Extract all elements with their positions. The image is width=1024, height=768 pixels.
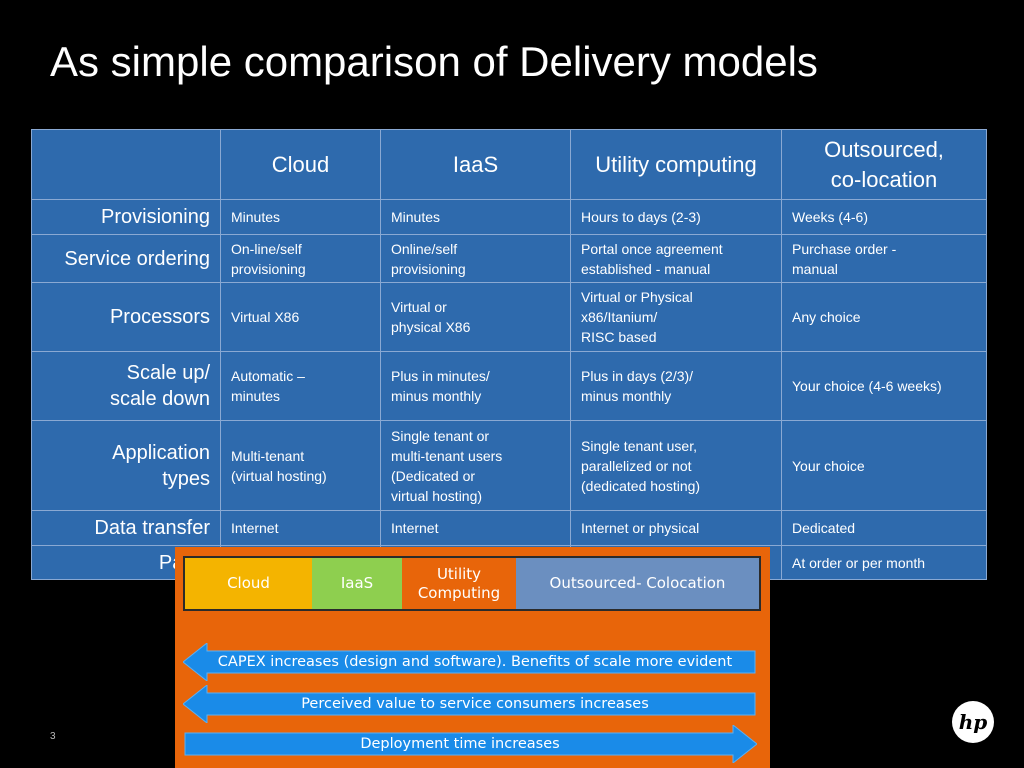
- table-row: Application types Multi-tenant (virtual …: [31, 420, 987, 511]
- row-label: Scale up/ scale down: [31, 351, 221, 421]
- table-cell: Virtual X86: [220, 282, 381, 352]
- segment-cloud: Cloud: [185, 558, 312, 609]
- header-cell-cloud: Cloud: [220, 129, 381, 200]
- table-row: Data transfer Internet Internet Internet…: [31, 510, 987, 546]
- row-label: Provisioning: [31, 199, 221, 235]
- slide-title: As simple comparison of Delivery models: [50, 38, 818, 85]
- table-cell: Single tenant user, parallelized or not …: [570, 420, 782, 511]
- right-arrow-icon: [184, 725, 757, 763]
- table-cell: Virtual or physical X86: [380, 282, 571, 352]
- arrow-deployment-time: Deployment time increases: [183, 725, 757, 763]
- table-row: Processors Virtual X86 Virtual or physic…: [31, 282, 987, 352]
- segment-outsourced-colocation: Outsourced- Colocation: [516, 558, 759, 609]
- table-cell: Minutes: [380, 199, 571, 235]
- table-cell: Any choice: [781, 282, 987, 352]
- header-cell-empty: [31, 129, 221, 200]
- header-cell-outsourced: Outsourced, co-location: [781, 129, 987, 200]
- arrow-capex: CAPEX increases (design and software). B…: [183, 643, 757, 681]
- table-cell: Internet: [220, 510, 381, 546]
- table-cell: Virtual or Physical x86/Itanium/ RISC ba…: [570, 282, 782, 352]
- row-label: Data transfer: [31, 510, 221, 546]
- table-cell: Plus in minutes/ minus monthly: [380, 351, 571, 421]
- segment-iaas: IaaS: [312, 558, 402, 609]
- row-label: Application types: [31, 420, 221, 511]
- segment-utility-computing: Utility Computing: [402, 558, 516, 609]
- header-cell-iaas: IaaS: [380, 129, 571, 200]
- arrow-perceived-value-label: Perceived value to service consumers inc…: [301, 696, 649, 712]
- table-cell: Weeks (4-6): [781, 199, 987, 235]
- row-label: Service ordering: [31, 234, 221, 283]
- table-cell: Internet: [380, 510, 571, 546]
- table-cell: At order or per month: [781, 545, 987, 580]
- comparison-table: Cloud IaaS Utility computing Outsourced,…: [31, 129, 987, 580]
- table-cell: Plus in days (2/3)/ minus monthly: [570, 351, 782, 421]
- table-cell: Your choice (4-6 weeks): [781, 351, 987, 421]
- table-cell: Online/self provisioning: [380, 234, 571, 283]
- table-row: Service ordering On-line/self provisioni…: [31, 234, 987, 283]
- table-cell: Portal once agreement established - manu…: [570, 234, 782, 283]
- table-row: Provisioning Minutes Minutes Hours to da…: [31, 199, 987, 235]
- left-arrow-icon: [183, 685, 756, 723]
- arrow-deployment-time-label: Deployment time increases: [360, 736, 560, 752]
- header-cell-utility: Utility computing: [570, 129, 782, 200]
- table-cell: On-line/self provisioning: [220, 234, 381, 283]
- table-cell: Multi-tenant (virtual hosting): [220, 420, 381, 511]
- table-cell: Single tenant or multi-tenant users (Ded…: [380, 420, 571, 511]
- delivery-model-bar: Cloud IaaS Utility Computing Outsourced-…: [183, 556, 761, 611]
- page-number: 3: [50, 731, 56, 742]
- table-cell: Internet or physical: [570, 510, 782, 546]
- delivery-spectrum-graphic: Cloud IaaS Utility Computing Outsourced-…: [175, 547, 770, 768]
- table-cell: Automatic – minutes: [220, 351, 381, 421]
- table-cell: Your choice: [781, 420, 987, 511]
- table-cell: Hours to days (2-3): [570, 199, 782, 235]
- table-cell: Minutes: [220, 199, 381, 235]
- hp-logo-icon: hp: [951, 700, 995, 744]
- table-header-row: Cloud IaaS Utility computing Outsourced,…: [31, 129, 987, 200]
- svg-text:hp: hp: [959, 710, 988, 734]
- row-label: Processors: [31, 282, 221, 352]
- left-arrow-icon: [183, 643, 756, 681]
- table-cell: Purchase order - manual: [781, 234, 987, 283]
- table-row: Scale up/ scale down Automatic – minutes…: [31, 351, 987, 421]
- arrow-perceived-value: Perceived value to service consumers inc…: [183, 685, 757, 723]
- table-cell: Dedicated: [781, 510, 987, 546]
- arrow-capex-label: CAPEX increases (design and software). B…: [217, 654, 733, 670]
